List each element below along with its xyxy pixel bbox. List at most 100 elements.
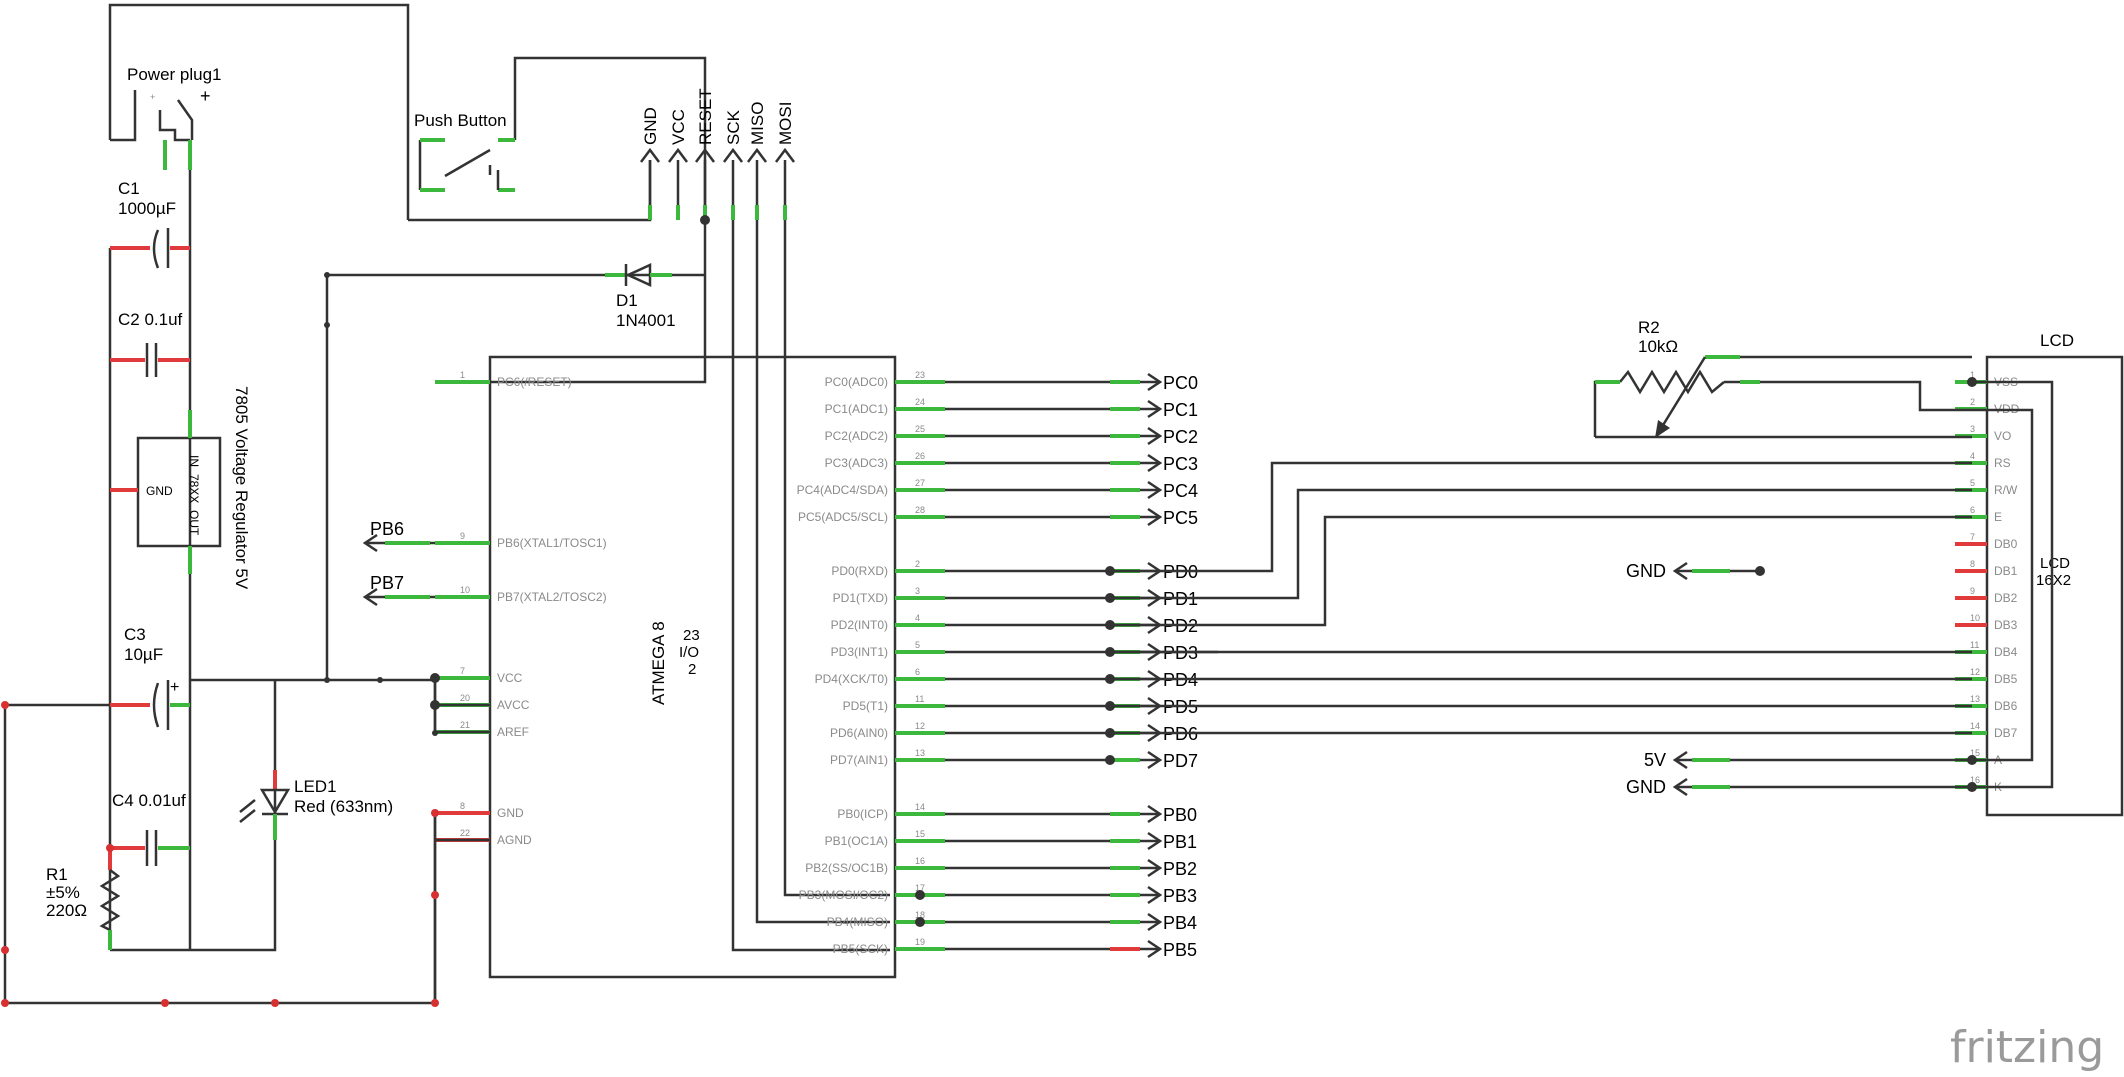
mcu-pin-name-8: GND (497, 806, 524, 820)
reg-gnd: GND (146, 484, 173, 498)
mcu-pin-name-25: PC2(ADC2) (825, 429, 888, 443)
plug-pin-minus: + (150, 92, 155, 102)
mcu-pin-name-20: AVCC (497, 698, 530, 712)
mcu-pin-name-19: PB5(SCK) (833, 942, 888, 956)
lcd-body1: LCD (2040, 555, 2070, 572)
mcu-pin-name-9: PB6(XTAL1/TOSC1) (497, 536, 607, 550)
lcd-pin-name-14: DB7 (1994, 726, 2018, 740)
plug-plus: + (200, 86, 211, 106)
mcu-pin-name-24: PC1(ADC1) (825, 402, 888, 416)
mcu-pin-name-11: PD5(T1) (843, 699, 888, 713)
lcd-pin-num-13: 13 (1970, 694, 1980, 704)
junction-reset (700, 215, 710, 225)
lcd-pin-name-3: VO (1994, 429, 2011, 443)
c3-value: 10µF (124, 645, 163, 664)
lcd-pin-num-16: 16 (1970, 775, 1980, 785)
junction-pd7 (1105, 755, 1115, 765)
r1-tol: ±5% (46, 883, 80, 902)
potentiometer-r2: R2 10kΩ (1593, 318, 1972, 439)
net-label-pb7: PB7 (370, 573, 404, 593)
net-arrow-pc1 (1147, 399, 1163, 419)
c4-label: C4 0.01uf (112, 791, 186, 810)
net-arrow-pb3 (1147, 885, 1163, 905)
header-arrow-miso (747, 147, 767, 163)
lcd-side-label-v5: 5V (1644, 750, 1666, 770)
lcd-pin-name-9: DB2 (1994, 591, 2018, 605)
lcd-side-arrow-gnd_k (1672, 777, 1688, 797)
mcu-pin-name-27: PC4(ADC4/SDA) (797, 483, 888, 497)
c1-name: C1 (118, 179, 140, 198)
mcu-pin-num-20: 20 (460, 693, 470, 703)
net-arrow-pd7 (1147, 750, 1163, 770)
mcu-io1: 23 (683, 627, 700, 644)
mcu-pin-name-2: PD0(RXD) (831, 564, 888, 578)
lcd-data-wire-1 (1110, 488, 1972, 600)
mcu-io3: 2 (688, 661, 696, 678)
junction-vcc-0 (430, 673, 440, 683)
lcd-pin-name-11: DB4 (1994, 645, 2018, 659)
mcu-io2: I/O (679, 644, 699, 661)
mcu-pin-num-7: 7 (460, 666, 465, 676)
mcu-pin-name-5: PD3(INT1) (831, 645, 888, 659)
mcu-pin-num-8: 8 (460, 801, 465, 811)
r1-name: R1 (46, 865, 68, 884)
header-arrow-reset (695, 147, 715, 163)
diode-d1: D1 1N4001 (605, 263, 676, 330)
lcd-pin-num-7: 7 (1970, 532, 1975, 542)
power-plug: Power plug1 + + (110, 65, 222, 170)
reg-body: 78XX (187, 474, 201, 503)
lcd-pin-num-2: 2 (1970, 397, 1975, 407)
lcd-pin-num-5: 5 (1970, 478, 1975, 488)
net-label-pb0: PB0 (1163, 805, 1197, 825)
lcd-pin-name-8: DB1 (1994, 564, 2018, 578)
lcd-data-wire-0 (1110, 461, 1972, 573)
mcu-pin-name-17: PB3(MOSI/OC2) (799, 888, 888, 902)
ground-node-2 (1, 999, 9, 1007)
header-label-mosi: MOSI (776, 102, 795, 145)
mcu-pin-num-21: 21 (460, 720, 470, 730)
led1: LED1 Red (633nm) (239, 770, 393, 840)
mcu-pin-name-26: PC3(ADC3) (825, 456, 888, 470)
mcu-pin-name-16: PB2(SS/OC1B) (805, 861, 888, 875)
lcd-body2: 16X2 (2036, 572, 2071, 589)
d1-name: D1 (616, 291, 638, 310)
mcu-pin-num-1: 1 (460, 370, 465, 380)
power-plug-label: Power plug1 (127, 65, 222, 84)
lcd-side-label-gnd_k: GND (1626, 777, 1666, 797)
mcu-pin-num-12: 12 (915, 721, 925, 731)
reg-out: OUT (187, 510, 201, 536)
mcu-pin-num-24: 24 (915, 397, 925, 407)
lcd-side-arrow-v5 (1672, 750, 1688, 770)
net-label-pc5: PC5 (1163, 508, 1198, 528)
mcu-pin-name-7: VCC (497, 671, 523, 685)
ground-node-7 (431, 809, 439, 817)
net-arrow-pc5 (1147, 507, 1163, 527)
mcu-pin-name-14: PB0(ICP) (837, 807, 888, 821)
wire-node-0 (324, 677, 330, 683)
junction-pb4 (915, 917, 925, 927)
lcd-pin-num-3: 3 (1970, 424, 1975, 434)
mcu-pin-num-10: 10 (460, 585, 470, 595)
lcd-pin-name-6: E (1994, 510, 2002, 524)
mcu-pin-num-27: 27 (915, 478, 925, 488)
net-label-pc2: PC2 (1163, 427, 1198, 447)
mcu-pin-num-17: 17 (915, 883, 925, 893)
ground-node-3 (161, 999, 169, 1007)
fritzing-logo: fritzing (1950, 1022, 2104, 1073)
mcu-pin-num-26: 26 (915, 451, 925, 461)
mcu-pin-name-10: PB7(XTAL2/TOSC2) (497, 590, 607, 604)
lcd-data-wire-2 (1110, 515, 1972, 627)
header-arrow-mosi (775, 147, 795, 163)
wire-node-1 (324, 322, 330, 328)
mcu-pin-num-13: 13 (915, 748, 925, 758)
c3-plus: + (170, 679, 179, 696)
net-arrow-pb5 (1147, 939, 1163, 959)
net-arrow-pc4 (1147, 480, 1163, 500)
capacitor-c4: C4 0.01uf (110, 791, 190, 866)
capacitor-c2: C2 0.1uf (110, 310, 190, 377)
lcd-pin-num-15: 15 (1970, 748, 1980, 758)
lcd-pin-num-1: 1 (1970, 370, 1975, 380)
c1-value: 1000µF (118, 199, 176, 218)
